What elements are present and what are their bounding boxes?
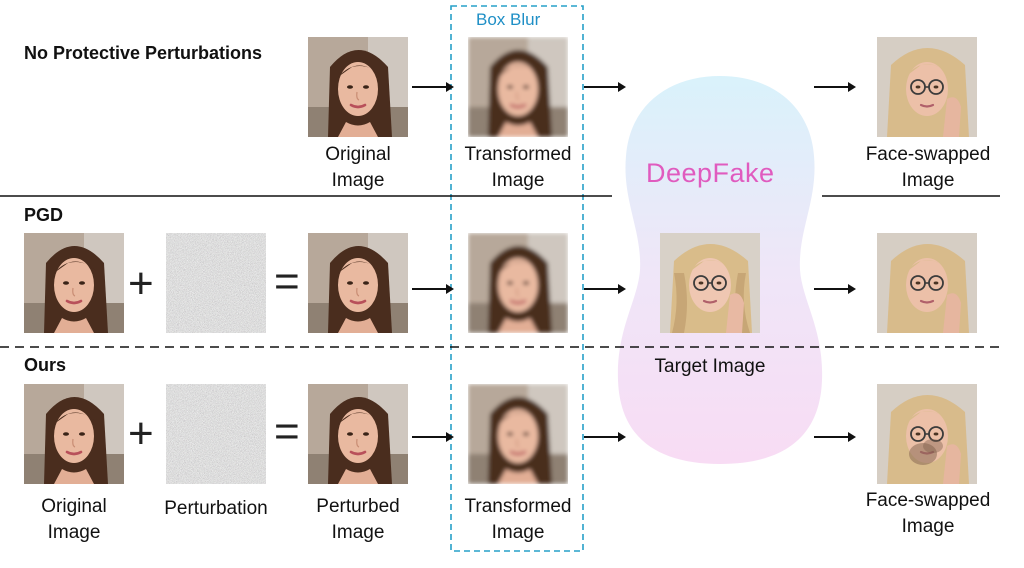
equals-operator: = (274, 407, 300, 456)
noise-pattern-icon (166, 233, 266, 333)
caption-original: Original Image (41, 496, 107, 543)
caption-transformed: Transformed Image (464, 496, 572, 543)
deepfake-label: DeepFake (646, 158, 775, 188)
arrow-right-icon (412, 284, 454, 294)
source-face-icon (24, 233, 124, 333)
plus-operator: + (128, 259, 154, 308)
noise-pattern-icon (166, 384, 266, 484)
row-title-pgd: PGD (24, 205, 64, 225)
caption-perturbation: Perturbation (164, 498, 268, 519)
caption-original: Original Image (325, 144, 391, 191)
arrow-right-icon (814, 432, 856, 442)
perturbed-face-icon (308, 233, 408, 333)
arrow-right-icon (584, 284, 626, 294)
row-separator-solid (0, 195, 1000, 197)
caption-face-swapped: Face-swapped Image (865, 144, 991, 191)
face-swapped-distorted-icon (877, 384, 977, 484)
face-swapped-icon (877, 233, 977, 333)
box-blur-frame (450, 5, 584, 552)
arrow-right-icon (814, 284, 856, 294)
row-title-ours: Ours (24, 355, 67, 375)
source-face-icon (24, 384, 124, 484)
target-face-icon (660, 233, 760, 333)
equals-operator: = (274, 257, 300, 306)
plus-operator: + (128, 409, 154, 458)
row-separator-dashed (0, 346, 1000, 348)
box-blur-label: Box Blur (476, 10, 541, 29)
transformed-face-icon (468, 384, 568, 484)
arrow-right-icon (584, 432, 626, 442)
caption-transformed: Transformed Image (464, 144, 572, 191)
arrow-right-icon (412, 82, 454, 92)
perturbed-face-icon (308, 384, 408, 484)
caption-target: Target Image (654, 356, 766, 377)
source-face-icon (308, 37, 408, 137)
row-title-no-protection: No Protective Perturbations (24, 43, 263, 63)
arrow-right-icon (412, 432, 454, 442)
face-swapped-icon (877, 37, 977, 137)
caption-face-swapped: Face-swapped Image (865, 490, 991, 537)
caption-perturbed: Perturbed Image (316, 496, 400, 543)
arrow-right-icon (814, 82, 856, 92)
transformed-face-icon (468, 37, 568, 137)
transformed-face-icon (468, 233, 568, 333)
arrow-right-icon (584, 82, 626, 92)
